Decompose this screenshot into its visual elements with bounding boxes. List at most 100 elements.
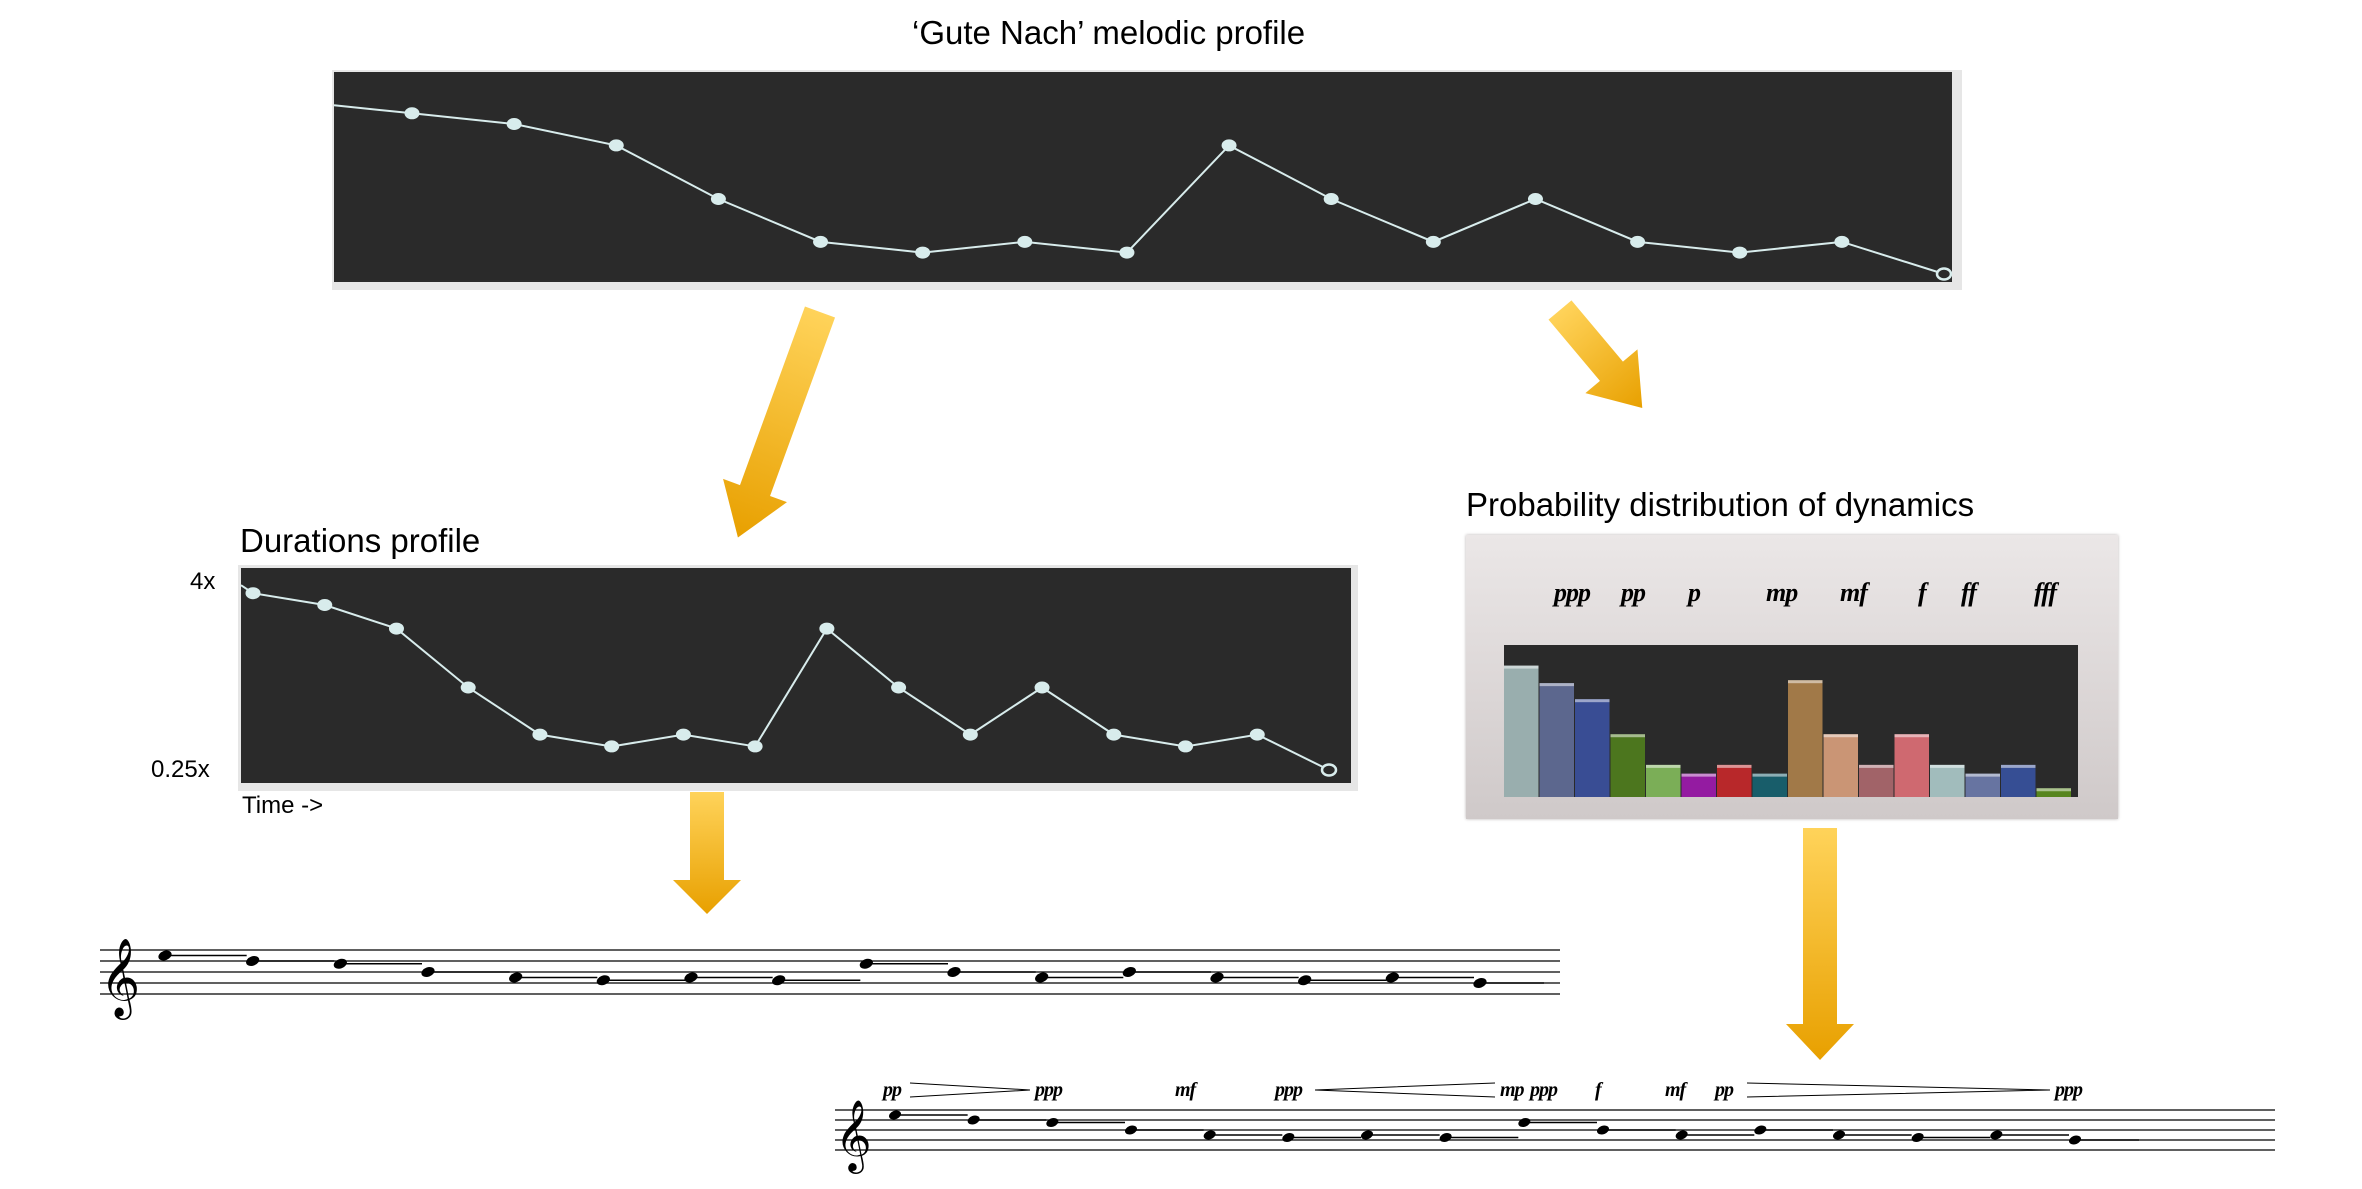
score-bottom-note [1754,1125,1767,1135]
durations-point [604,740,620,753]
dynamics-bar-chart [1504,665,2071,797]
durations-point [532,728,548,741]
melodic-point [1017,235,1033,248]
dynamics-label-p: p [1688,578,1701,607]
score-top-note [509,972,523,983]
score-bottom-hairpin [1746,1082,2051,1098]
dynamics-label-fff: fff [2034,578,2057,607]
durations-point [747,740,763,753]
dynamics-bar-highlight [2001,764,2036,768]
score-top: 𝄞 [100,938,1560,1020]
melodic-point [1935,267,1953,281]
dynamics-bar [1930,764,1965,797]
dynamics-bar-highlight [1823,734,1858,738]
arrow-to-bottom-score-icon [1786,828,1854,1060]
durations-point [891,681,907,694]
melodic-point [1221,139,1237,152]
dynamics-bar-highlight [1930,764,1965,768]
dynamics-bar [1894,734,1929,797]
durations-point [1106,728,1122,741]
melodic-profile-chart [333,104,1953,281]
score-bottom-hairpin [909,1082,1031,1098]
melodic-point [404,107,420,120]
melodic-point [710,193,726,205]
melodic-profile-title: ‘Gute Nach’ melodic profile [912,14,1306,51]
score-top-treble-clef-icon: 𝄞 [100,938,140,1020]
dynamics-bar [1681,773,1716,797]
dynamics-label-mp: mp [1766,578,1798,607]
score-bottom-treble-clef-icon: 𝄞 [835,1098,872,1174]
durations-point [245,587,261,600]
durations-point [388,622,404,635]
dynamics-bar [1504,665,1539,797]
dynamics-label-mf: mf [1840,578,1868,607]
dynamics-bar-highlight [1894,734,1929,738]
dynamics-bar [1717,764,1752,797]
score-bottom-dynamic-pp: pp [881,1079,902,1101]
dynamics-bar-highlight [1646,764,1681,768]
dynamics-label-pp: pp [1621,578,1646,607]
melodic-point [1527,193,1543,205]
dynamics-bar [1859,764,1894,797]
durations-point [1178,740,1194,753]
score-bottom-dynamic-f: f [1595,1079,1604,1101]
score-bottom-dynamic-mp: mp [1500,1079,1525,1101]
dynamics-label-ppp: ppp [1554,578,1591,607]
score-top-note [1035,972,1049,983]
durations-profile-panel [241,568,1351,783]
durations-series-line [240,584,1330,771]
score-bottom-note [1518,1118,1531,1127]
dynamics-bar [2001,764,2036,797]
dynamics-bar [1823,734,1858,797]
durations-point [460,681,476,694]
melodic-point [1323,193,1339,205]
durations-y-top-label: 4x [190,568,216,595]
score-bottom-dynamic-ppp: ppp [1528,1079,1558,1101]
durations-point [317,599,333,611]
dynamics-bar [1575,699,1610,797]
melodic-point [1630,235,1646,248]
dynamics-bar-highlight [1681,773,1716,777]
melodic-point [1834,235,1850,248]
score-bottom-dynamic-pp: pp [1713,1079,1734,1101]
score-bottom-dynamic-mf: mf [1665,1079,1689,1101]
durations-point [1034,681,1050,694]
melodic-point [1732,246,1748,259]
dynamics-bar [2036,788,2071,797]
dynamics-bar-highlight [1717,764,1752,768]
melodic-point [506,118,522,130]
arrow-to-dynamics-icon [1548,300,1643,409]
melodic-point [915,246,931,259]
durations-y-bottom-label: 0.25x [151,756,210,783]
durations-profile-chart [240,584,1338,777]
melodic-series-line [333,104,1945,275]
dynamics-bar [1965,773,2000,797]
durations-profile-title: Durations profile [240,522,481,559]
dynamics-bar-highlight [1752,773,1787,777]
dynamics-bar [1539,683,1574,797]
dynamics-bar [1646,764,1681,797]
dynamics-bar-highlight [2036,788,2071,792]
dynamics-bar [1610,734,1645,797]
score-bottom-hairpin [1314,1082,1496,1098]
score-bottom-dynamic-ppp: ppp [1033,1079,1063,1101]
score-bottom-note [1675,1130,1688,1140]
dynamics-bar [1752,773,1787,797]
durations-x-label: Time -> [242,792,324,819]
melodic-point [813,235,829,248]
melodic-point [1425,235,1441,248]
dynamics-bar [1788,680,1823,797]
dynamics-bar-highlight [1965,773,2000,777]
score-top-note [596,975,610,986]
durations-point [675,728,691,741]
durations-point [819,622,835,635]
score-bottom-note [1203,1130,1216,1140]
score-top-note [333,958,347,969]
dynamics-bar-highlight [1575,699,1610,703]
dynamics-label-f: f [1918,578,1927,607]
dynamics-bar-highlight [1504,665,1539,669]
dynamics-label-ff: ff [1961,578,1977,607]
dynamics-distribution-title: Probability distribution of dynamics [1466,486,1975,523]
